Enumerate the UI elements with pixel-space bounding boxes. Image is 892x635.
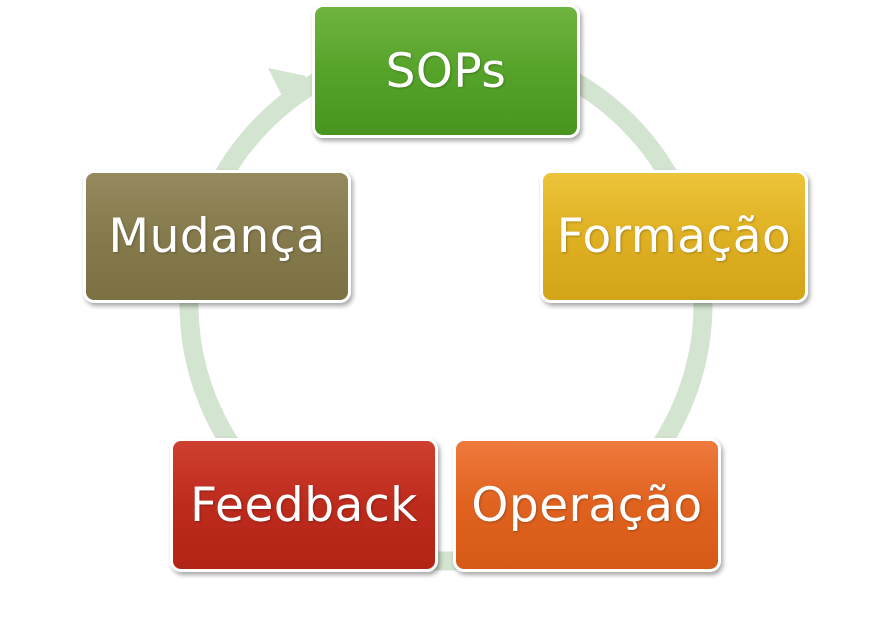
cycle-node-mudanca: Mudança [83,170,351,303]
cycle-node-formacao-label: Formação [556,209,792,264]
cycle-node-feedback: Feedback [170,438,438,572]
cycle-node-feedback-label: Feedback [190,477,418,533]
cycle-node-formacao: Formação [540,170,808,303]
cycle-node-sops: SOPs [312,4,580,138]
cycle-node-sops-label: SOPs [385,43,507,99]
cycle-node-mudanca-label: Mudança [108,209,326,264]
cycle-node-operacao: Operação [453,438,721,572]
cycle-node-operacao-label: Operação [471,477,703,533]
cycle-arrow-head [268,68,306,112]
